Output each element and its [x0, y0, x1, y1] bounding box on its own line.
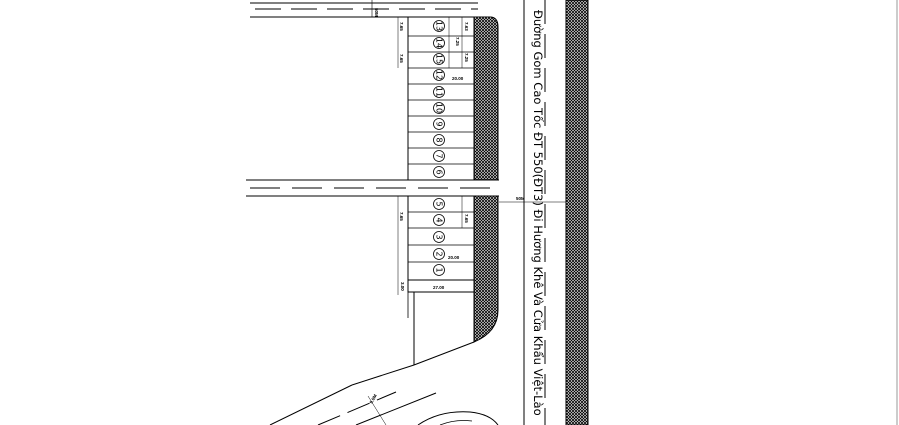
diagonal-road-width-label: 9.0M [369, 393, 378, 404]
lot-9-marker: 9 [433, 118, 445, 130]
svg-text:9: 9 [435, 121, 444, 126]
north-lot-numbers: 13 14 15 12 11 10 9 8 [433, 20, 445, 178]
top-road-width-label: 50M [374, 8, 379, 17]
svg-text:10: 10 [435, 103, 444, 113]
north-width-label-b: 7.25 [455, 37, 460, 46]
lot-1-marker: 1 [433, 264, 445, 276]
lot-5-marker: 5 [433, 198, 445, 210]
svg-text:13: 13 [435, 21, 444, 31]
svg-text:4: 4 [435, 217, 444, 222]
lot-8-marker: 8 [433, 134, 445, 146]
lot-7-marker: 7 [433, 150, 445, 162]
median-hatch-strip [565, 0, 589, 425]
top-road: 50M [250, 0, 478, 18]
svg-text:1: 1 [435, 267, 444, 272]
main-road: Đường Gom Cao Tốc ĐT 550(ĐT3) Đi Hương K… [523, 0, 589, 425]
bottom-small-label: 3.00 [400, 282, 405, 291]
bottom-curve-edge [417, 411, 499, 425]
curved-road-edge [413, 341, 475, 366]
lot-12-marker: 12 [433, 69, 445, 81]
south-left-width-label: 7.65 [399, 212, 404, 221]
svg-text:5: 5 [435, 201, 444, 206]
lot-13-marker: 13 [433, 20, 445, 32]
lot-10-marker: 10 [433, 102, 445, 114]
lot-14-marker: 14 [433, 37, 445, 49]
north-left-width-label-2: 7.65 [399, 54, 404, 63]
lot-4-marker: 4 [433, 214, 445, 226]
south-right-width-label: 7.65 [464, 214, 469, 223]
north-depth-label: 20.00 [452, 76, 464, 81]
north-lot-block [407, 16, 475, 181]
svg-text:2: 2 [435, 251, 444, 256]
lot-2-marker: 2 [433, 248, 445, 260]
south-depth-label: 20.00 [448, 255, 460, 260]
south-dimensions: 7.65 7.65 20.00 27.00 3.00 [397, 196, 469, 295]
north-width-label-a: 7.63 [464, 22, 469, 31]
svg-text:12: 12 [435, 70, 444, 80]
north-left-width-label: 7.65 [399, 22, 404, 31]
north-width-label-c: 7.25 [464, 53, 469, 62]
north-dimensions: 7.65 7.65 7.63 7.25 7.25 20.00 [397, 17, 469, 81]
lot-11-marker: 11 [433, 86, 445, 98]
lot-3-marker: 3 [433, 231, 445, 243]
svg-text:3: 3 [435, 234, 444, 239]
road-name-label: Đường Gom Cao Tốc ĐT 550(ĐT3) Đi Hương K… [531, 10, 545, 416]
diagonal-road: 9.0M [269, 364, 437, 425]
svg-text:7: 7 [435, 153, 444, 158]
svg-text:11: 11 [435, 87, 444, 97]
svg-text:15: 15 [435, 54, 444, 64]
south-sidewalk-hatch [473, 195, 499, 343]
north-sidewalk-hatch [473, 16, 499, 181]
bottom-length-label: 27.00 [433, 285, 445, 290]
middle-road-width-label: 50M [516, 196, 525, 201]
svg-text:6: 6 [435, 169, 444, 174]
lot-6-marker: 6 [433, 166, 445, 178]
svg-text:14: 14 [435, 38, 444, 48]
svg-text:8: 8 [435, 137, 444, 142]
lot-15-marker: 15 [433, 53, 445, 65]
south-lot-numbers: 5 4 3 2 1 [433, 198, 445, 276]
